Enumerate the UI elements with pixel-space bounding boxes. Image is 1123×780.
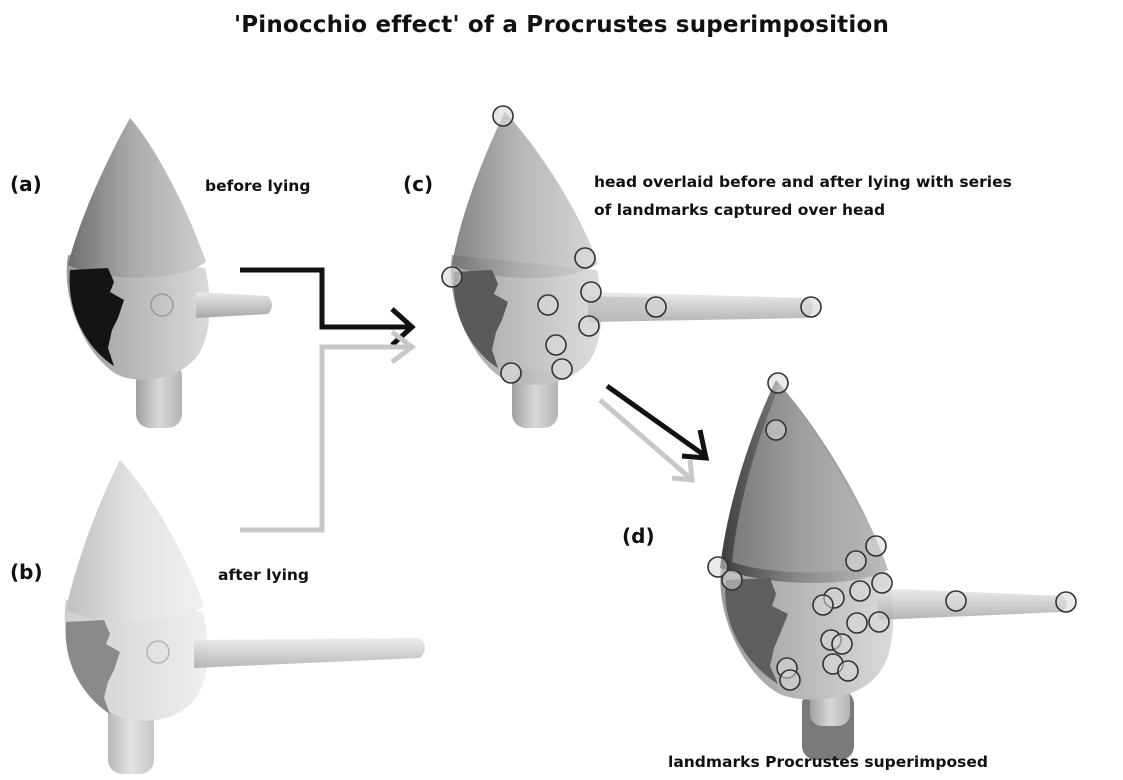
landmark (846, 551, 866, 571)
landmark (493, 106, 513, 126)
landmark (722, 570, 742, 590)
hat-cone (68, 118, 206, 278)
landmark (538, 295, 558, 315)
landmark (946, 591, 966, 611)
hat-cone (66, 460, 204, 622)
caption-overlay-line-1: head overlaid before and after lying wit… (594, 168, 1114, 196)
landmark (832, 634, 852, 654)
landmark (813, 595, 833, 615)
landmark (866, 536, 886, 556)
caption-before-lying: before lying (205, 177, 310, 195)
panel-label-a: (a) (10, 172, 42, 196)
landmark (442, 267, 462, 287)
nose-long (878, 588, 1067, 620)
landmark (801, 297, 821, 317)
landmark (546, 335, 566, 355)
landmark (581, 282, 601, 302)
landmark (766, 420, 786, 440)
caption-overlay: head overlaid before and after lying wit… (594, 168, 1114, 224)
caption-superimposed: landmarks Procrustes superimposed (668, 753, 988, 771)
nose-long (194, 638, 425, 668)
landmark (501, 363, 521, 383)
landmark (780, 670, 800, 690)
landmark (768, 373, 788, 393)
landmark (847, 613, 867, 633)
panel-label-d: (d) (622, 524, 655, 548)
landmark (1056, 592, 1076, 612)
landmark (838, 661, 858, 681)
panel-label-b: (b) (10, 560, 43, 584)
landmark (579, 316, 599, 336)
caption-after-lying: after lying (218, 566, 309, 584)
landmark (872, 573, 892, 593)
arrow-overlay-to-superimposed (600, 386, 706, 480)
caption-overlay-line-2: of landmarks captured over head (594, 196, 1114, 224)
panel-label-c: (c) (403, 172, 433, 196)
arrow-after-to-overlay (240, 332, 412, 530)
landmark (552, 359, 572, 379)
head-before-lying (67, 118, 272, 428)
landmark (850, 581, 870, 601)
hat-cone-overlay (732, 384, 880, 573)
landmark (575, 248, 595, 268)
landmark (869, 612, 889, 632)
landmark (646, 297, 666, 317)
head-after-lying (65, 460, 425, 774)
nose-short (196, 292, 272, 318)
